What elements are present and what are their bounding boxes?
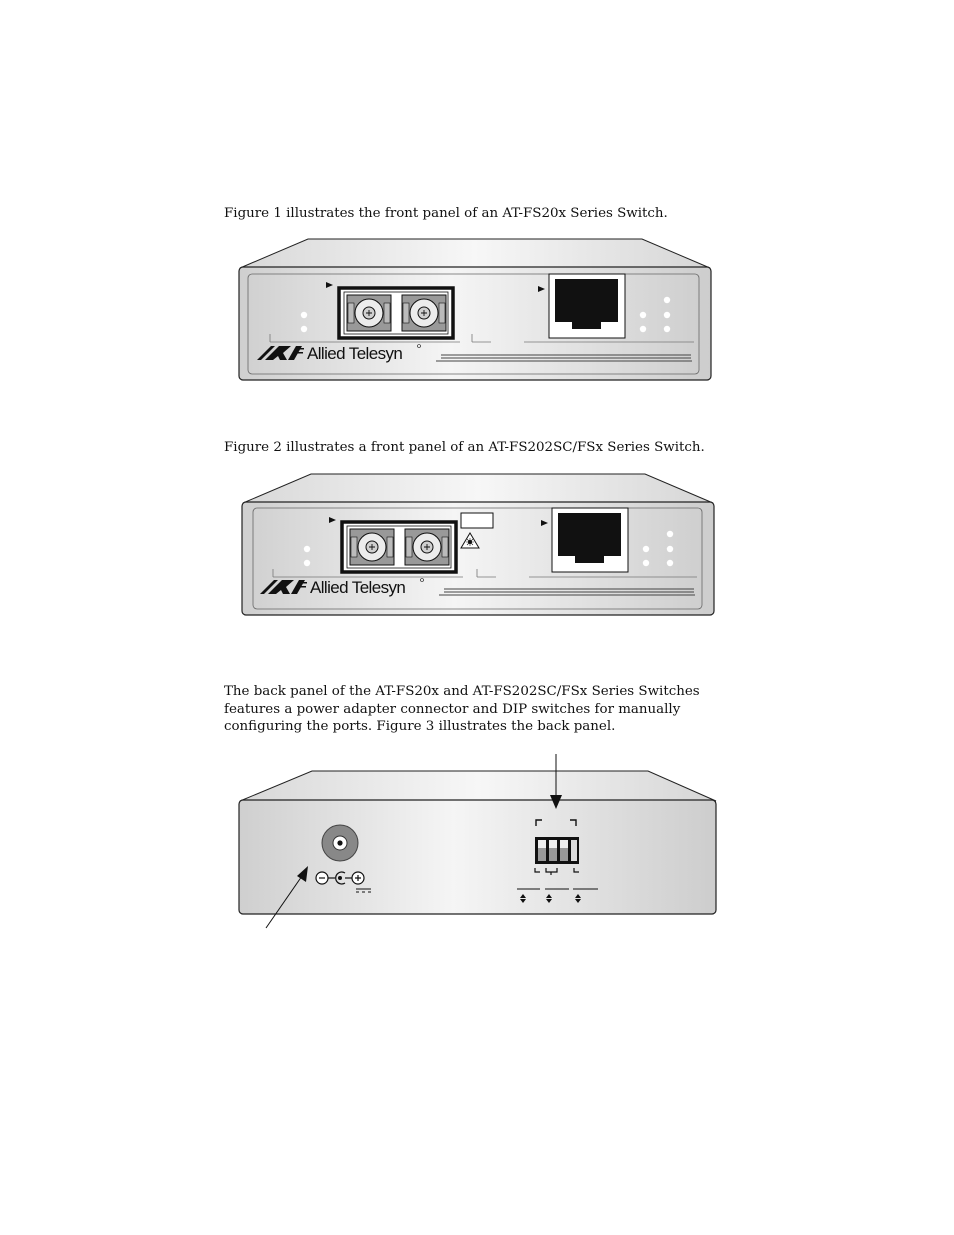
dip-switch-callout-arrow <box>550 754 562 809</box>
led-indicator <box>639 311 647 319</box>
brand-logo-text: Allied Telesyn <box>310 578 405 597</box>
dip-switch <box>549 840 557 861</box>
fiber-connector-left <box>349 528 395 566</box>
brand-logo-text: Allied Telesyn <box>307 344 402 363</box>
figure2-intro-text: Figure 2 illustrates a front panel of an… <box>224 440 705 455</box>
up-down-arrow-icon <box>546 894 552 903</box>
allied-telesyn-logo-mark <box>260 580 307 594</box>
dip-switch <box>571 840 577 861</box>
polarity-symbol-icon <box>315 871 365 885</box>
label-plate <box>460 512 494 529</box>
led-indicator <box>666 530 674 538</box>
led-indicator <box>663 325 671 333</box>
power-adapter-connector <box>321 824 359 862</box>
led-indicator <box>300 311 308 319</box>
power-connector-callout-arrow <box>265 866 308 929</box>
front-panel-figure-1: Allied Telesyn <box>238 238 712 381</box>
up-down-arrow-icon <box>520 894 526 903</box>
led-indicator <box>642 559 650 567</box>
led-indicator <box>663 311 671 319</box>
back-panel-intro-text: The back panel of the AT-FS20x and AT-FS… <box>224 684 700 734</box>
laser-warning-icon <box>460 532 480 549</box>
led-indicator <box>642 545 650 553</box>
up-down-arrow-icon <box>575 894 581 903</box>
front-panel-figure-2: Allied Telesyn <box>241 473 715 616</box>
figure1-intro-text: Figure 1 illustrates the front panel of … <box>224 206 668 221</box>
dc-symbol-icon <box>356 888 371 893</box>
led-indicator <box>666 559 674 567</box>
led-indicator <box>663 296 671 304</box>
led-indicator <box>300 325 308 333</box>
dip-switch-block <box>535 837 579 864</box>
led-indicator <box>303 559 311 567</box>
dip-switch <box>538 840 546 861</box>
led-indicator <box>303 545 311 553</box>
led-indicator <box>666 545 674 553</box>
fiber-connector-right <box>404 528 450 566</box>
fiber-connector-left <box>346 294 392 332</box>
back-panel-figure <box>238 754 717 929</box>
fiber-connector-right <box>401 294 447 332</box>
allied-telesyn-logo-mark <box>257 346 304 360</box>
led-indicator <box>639 325 647 333</box>
dip-switch <box>560 840 568 861</box>
